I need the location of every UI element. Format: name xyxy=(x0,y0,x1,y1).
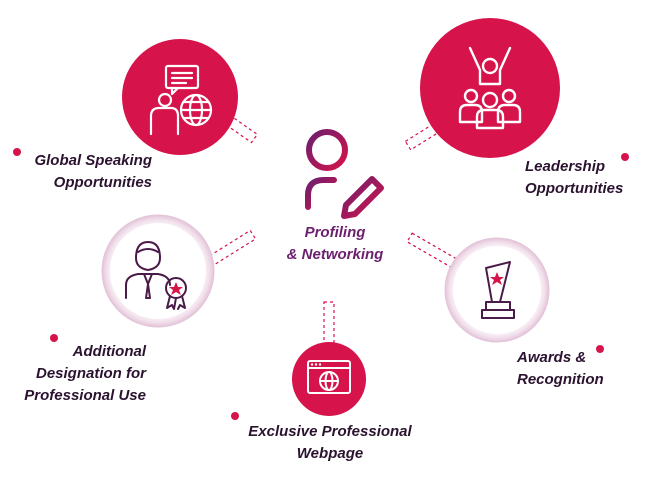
label-awards-line1: Awards & xyxy=(517,349,587,366)
label-leadership-line1: Leadership xyxy=(525,158,606,175)
label-awards: Awards & Recognition xyxy=(517,347,604,391)
speaker-globe-icon xyxy=(149,64,213,136)
professional-badge-icon xyxy=(125,241,187,310)
label-awards-line2: Recognition xyxy=(517,371,604,388)
badge-star-icon xyxy=(169,282,183,295)
connector-global-speaking xyxy=(217,110,259,144)
trophy-star-icon xyxy=(490,272,504,285)
profile-edit-icon xyxy=(305,129,384,219)
trophy-icon xyxy=(481,261,515,319)
center-label: Profiling & Networking xyxy=(270,222,400,266)
label-designation-line1: Additional xyxy=(72,343,146,360)
node-global-speaking xyxy=(122,39,238,155)
node-awards xyxy=(444,237,550,343)
label-leadership: Leadership Opportunities xyxy=(525,156,623,200)
label-leadership-line2: Opportunities xyxy=(525,180,624,197)
connector-webpage xyxy=(323,301,335,345)
label-designation-line3: Professional Use xyxy=(24,387,146,404)
label-designation: Additional Designation for Professional … xyxy=(12,341,146,407)
label-global-speaking-line1: Global Speaking xyxy=(34,152,152,169)
dot-leadership xyxy=(621,153,629,161)
node-designation xyxy=(101,214,215,328)
dot-webpage xyxy=(231,412,239,420)
label-webpage-line1: Exclusive Professional xyxy=(248,423,412,440)
dot-awards xyxy=(596,345,604,353)
dot-global-speaking xyxy=(13,148,21,156)
label-webpage-line2: Webpage xyxy=(296,445,364,462)
dot-designation xyxy=(50,334,58,342)
node-webpage xyxy=(292,342,366,416)
center-label-line1: Profiling xyxy=(304,224,366,241)
label-designation-line2: Designation for xyxy=(35,365,146,382)
team-celebration-icon xyxy=(458,46,522,130)
center-label-line2: & Networking xyxy=(286,246,384,263)
connector-awards xyxy=(406,232,460,270)
label-global-speaking: Global Speaking Opportunities xyxy=(28,150,152,194)
label-webpage: Exclusive Professional Webpage xyxy=(240,421,420,465)
node-leadership xyxy=(420,18,560,158)
web-browser-icon xyxy=(307,360,351,394)
label-global-speaking-line2: Opportunities xyxy=(53,174,152,191)
label-dots xyxy=(13,148,629,420)
